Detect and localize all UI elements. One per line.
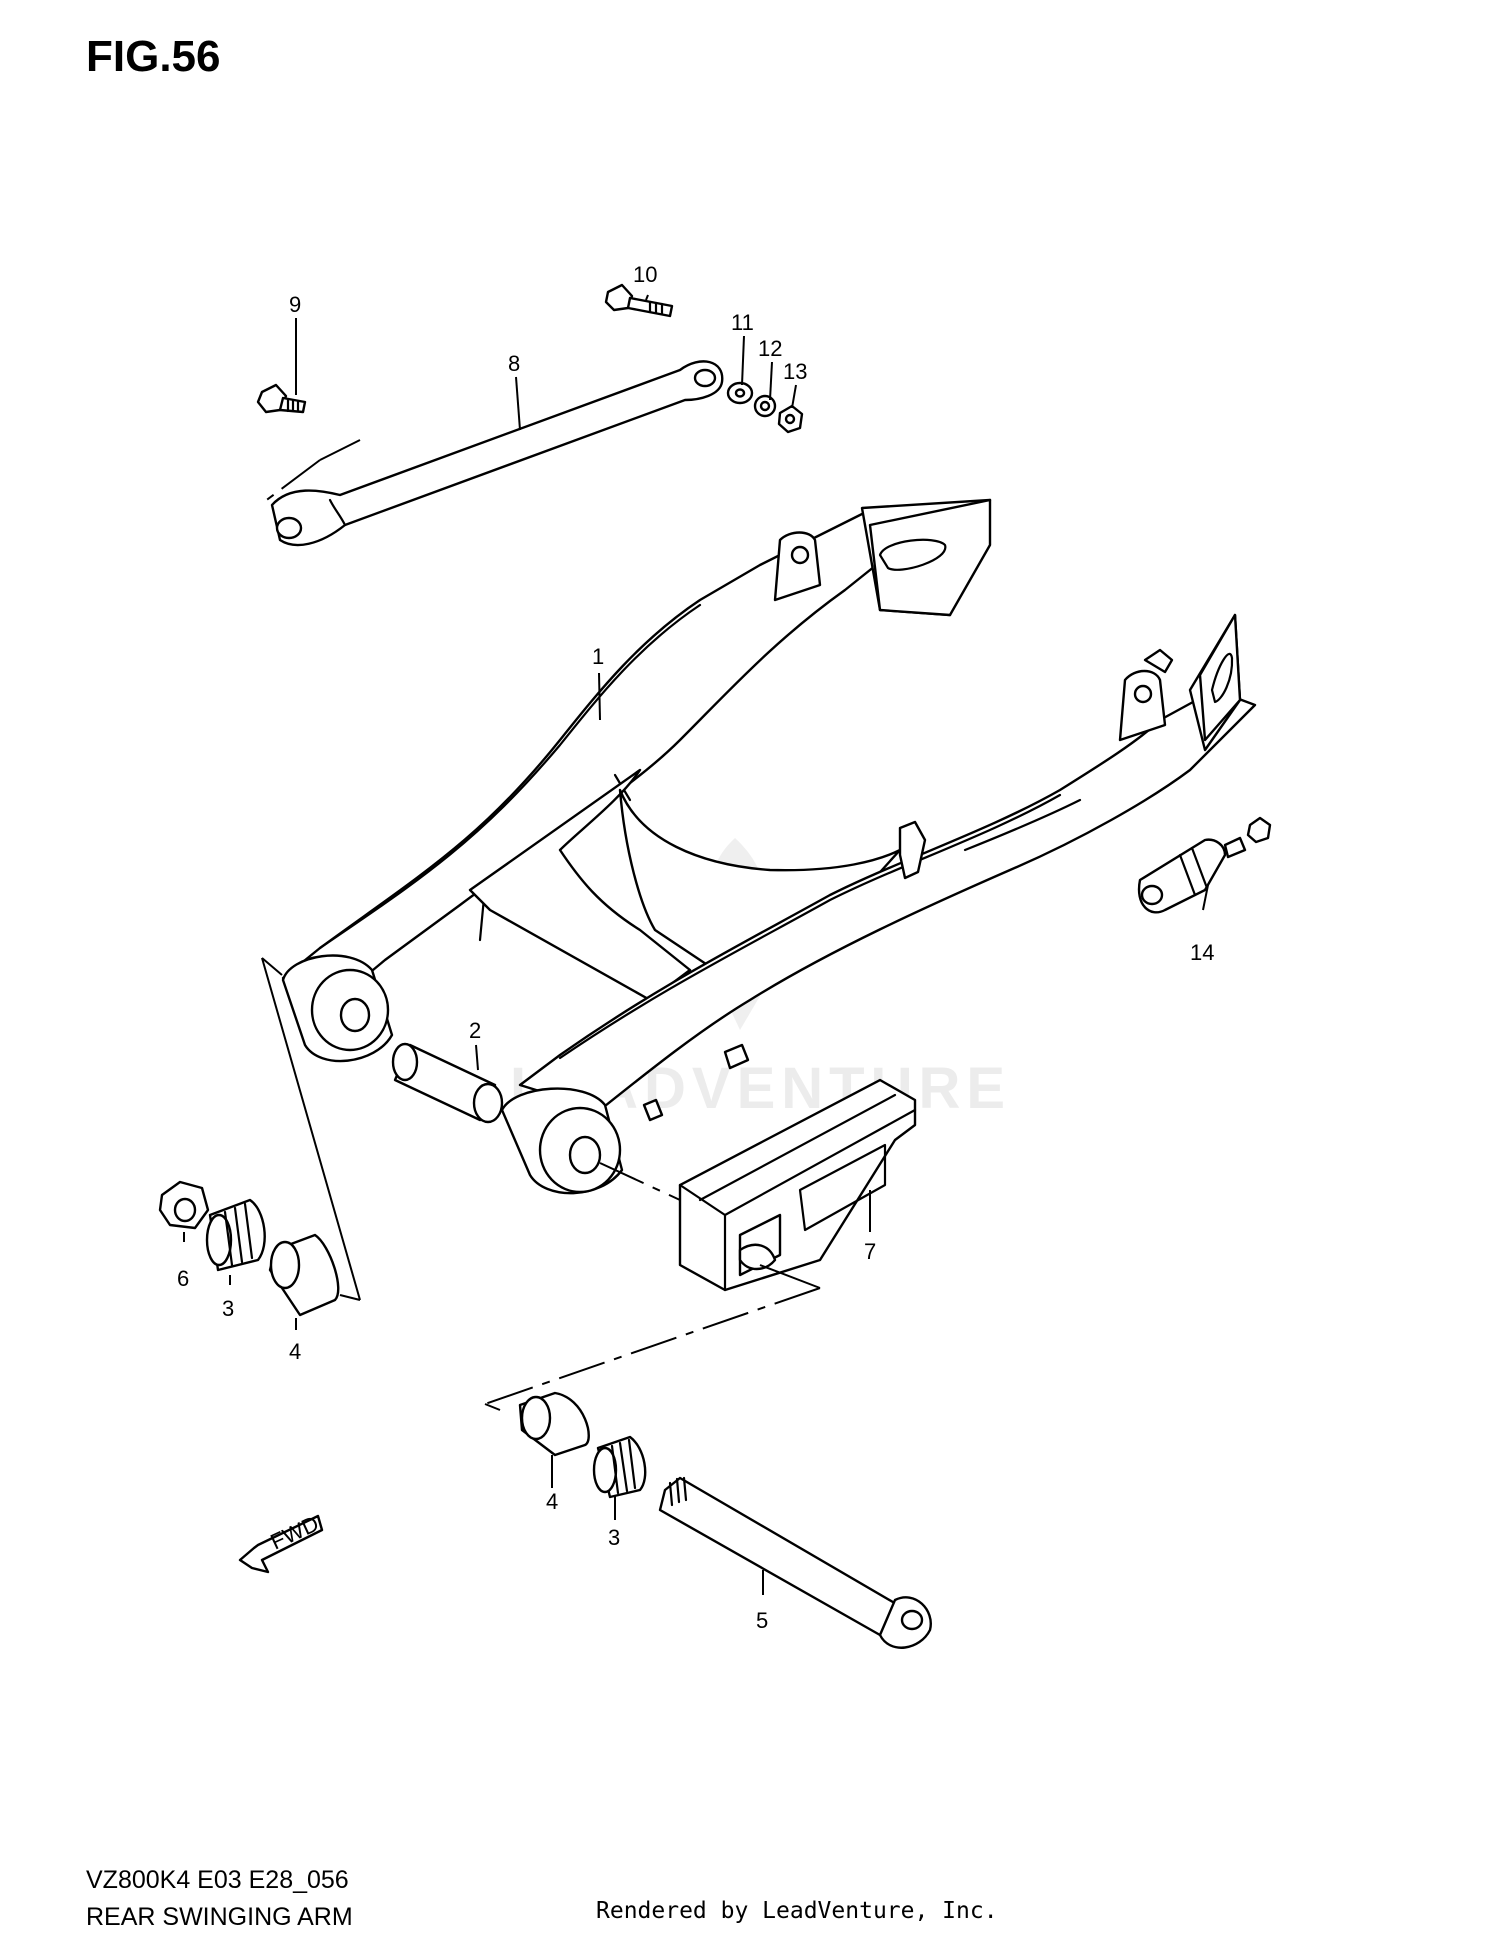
nut-6[interactable] (158, 1180, 210, 1230)
figure-code: VZ800K4 E03 E28_056 (86, 1866, 349, 1894)
chain-guard[interactable] (678, 1078, 917, 1292)
figure-name: REAR SWINGING ARM (86, 1903, 353, 1931)
callout-6: 6 (177, 1266, 189, 1291)
chain-adjuster[interactable] (1137, 816, 1272, 914)
callout-7: 7 (864, 1239, 876, 1264)
washer-11[interactable] (726, 381, 754, 405)
callout-5: 5 (756, 1608, 768, 1633)
callout-11: 11 (731, 310, 754, 335)
callout-3-lower: 3 (608, 1525, 620, 1550)
figure-title: FIG.56 (86, 32, 221, 81)
callout-10: 10 (633, 262, 657, 287)
callout-1: 1 (592, 644, 604, 669)
bearing-3-lower[interactable] (592, 1435, 647, 1499)
nut-13[interactable] (777, 404, 804, 434)
callout-leaders (183, 294, 1209, 1595)
spacer[interactable] (391, 1042, 504, 1124)
callout-numbers: 1 2 3 3 4 4 5 6 7 8 9 10 11 12 13 14 (177, 262, 1214, 1633)
torque-link[interactable] (270, 360, 724, 547)
collar-4-lower[interactable] (518, 1391, 590, 1457)
pivot-shaft[interactable] (658, 1476, 932, 1649)
bolt-10[interactable] (604, 283, 674, 318)
bolt-9[interactable] (256, 383, 307, 414)
fwd-arrow-icon: FWD (238, 1511, 324, 1574)
fwd-label: FWD (267, 1511, 323, 1555)
callout-4-lower: 4 (546, 1489, 558, 1514)
callout-14: 14 (1190, 940, 1214, 965)
callout-13: 13 (783, 359, 807, 384)
bearing-3-upper[interactable] (205, 1198, 266, 1272)
callout-2: 2 (469, 1018, 481, 1043)
washer-12[interactable] (753, 394, 777, 418)
callout-9: 9 (289, 292, 301, 317)
callout-8: 8 (508, 351, 520, 376)
collar-4-upper[interactable] (268, 1233, 340, 1317)
callout-4-upper: 4 (289, 1339, 301, 1364)
callout-3-upper: 3 (222, 1296, 234, 1321)
assembly-lines (259, 439, 821, 1411)
render-credit: Rendered by LeadVenture, Inc. (596, 1898, 998, 1924)
swingarm[interactable] (281, 498, 1257, 1195)
callout-12: 12 (758, 336, 782, 361)
